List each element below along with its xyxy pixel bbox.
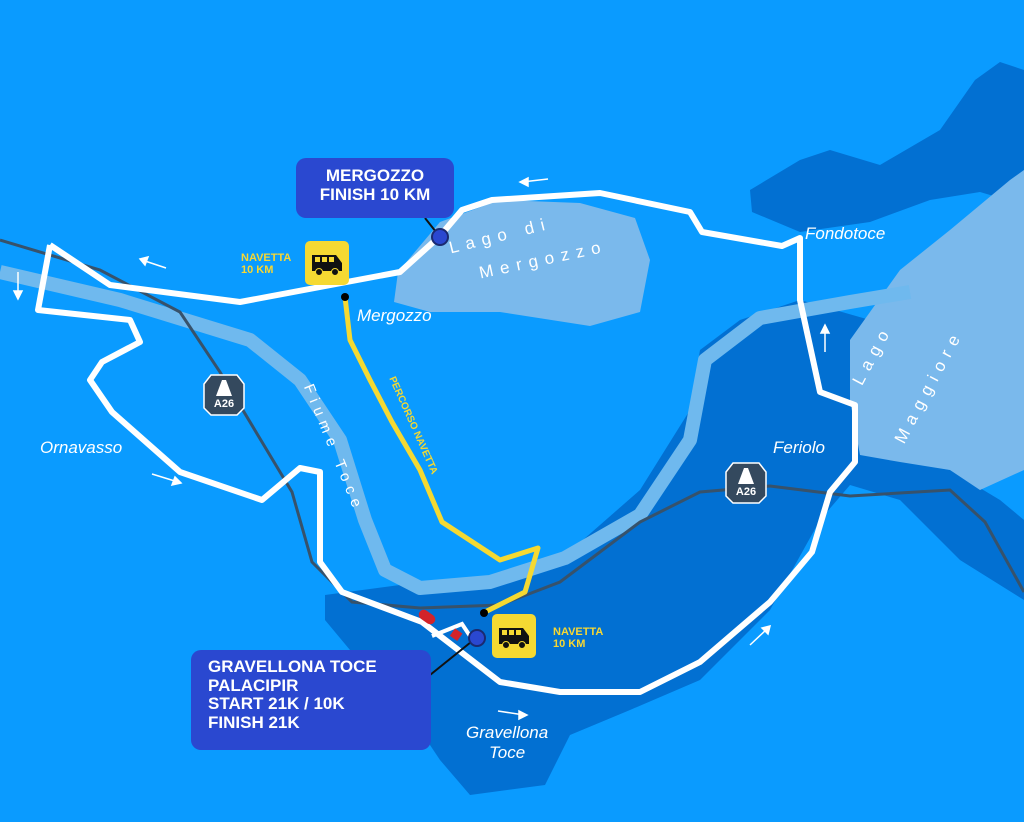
bus-icon <box>305 241 349 285</box>
place-ornavasso: Ornavasso <box>40 438 123 457</box>
a26-highway <box>0 238 1024 610</box>
gravellona-start-callout[interactable]: GRAVELLONA TOCE PALACIPIR START 21K / 10… <box>191 650 431 750</box>
shuttle-stop <box>341 293 349 301</box>
shuttle-label: NAVETTA <box>553 626 604 638</box>
place-gravellona-line: Gravellona <box>466 723 549 742</box>
race-route <box>35 190 858 695</box>
gravellona-start-marker[interactable] <box>468 629 486 647</box>
lago-maggiore <box>850 170 1024 490</box>
parking-marker <box>449 628 463 641</box>
callout-line: START 21K / 10K <box>208 694 345 714</box>
land-area-northeast <box>750 62 1024 232</box>
highway-label: A26 <box>213 398 235 410</box>
parking-marker <box>418 609 436 625</box>
callout-line: FINISH 10 KM <box>319 184 431 204</box>
callout-line: MERGOZZO <box>325 166 425 185</box>
mergozzo-finish-callout[interactable]: MERGOZZO FINISH 10 KM <box>296 158 454 218</box>
land-area-south <box>325 300 1024 795</box>
place-gravellona-line: Toce <box>488 742 526 762</box>
highway-shield-icon: A26 <box>725 462 767 504</box>
direction-arrows <box>12 176 831 721</box>
place-fondotoce: Fondotoce <box>805 224 886 243</box>
bus-icon <box>492 614 536 658</box>
mergozzo-finish-marker[interactable] <box>431 228 449 246</box>
place-feriolo: Feriolo <box>773 438 825 457</box>
fiume-toce-river <box>0 265 912 595</box>
place-mergozzo: Mergozzo <box>357 306 432 325</box>
lago-di-mergozzo <box>394 200 650 326</box>
highway-shield-icon: A26 <box>203 374 245 416</box>
highway-label: A26 <box>735 486 757 498</box>
callout-line: PALACIPIR <box>208 675 299 695</box>
shuttle-distance: 10 KM <box>553 638 586 651</box>
callout-pointer <box>429 637 477 676</box>
shuttle-stop <box>480 609 488 617</box>
callout-line: GRAVELLONA TOCE <box>208 657 377 676</box>
shuttle-label-mergozzo: NAVETTA 10 KM <box>241 252 291 276</box>
place-gravellona: Gravellona Toce <box>466 723 548 762</box>
shuttle-label-gravellona: NAVETTA 10 KM <box>553 626 603 650</box>
shuttle-label: NAVETTA <box>241 252 292 264</box>
start-area-spur <box>431 621 472 638</box>
callout-line: FINISH 21K <box>208 713 300 733</box>
shuttle-route <box>342 296 541 615</box>
shuttle-distance: 10 KM <box>241 264 274 277</box>
